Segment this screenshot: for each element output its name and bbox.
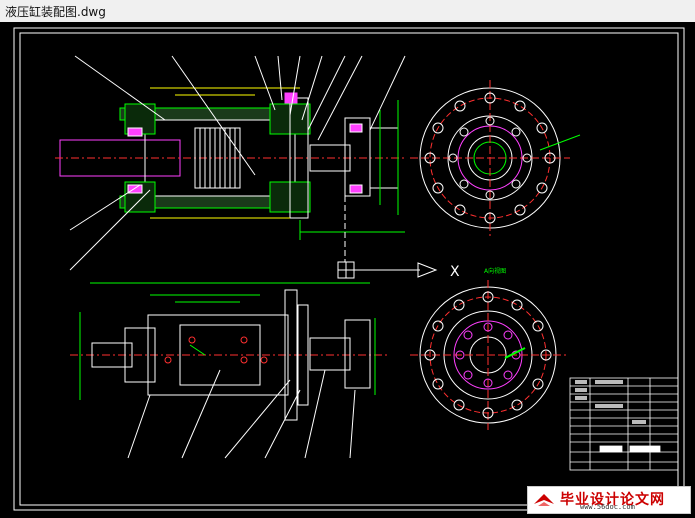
inner-frame	[19, 32, 679, 506]
outer-frame	[13, 27, 685, 511]
view-arrow	[337, 178, 438, 279]
watermark-banner: 毕业设计论文网 www.56doc.com	[527, 486, 691, 514]
section-view	[55, 55, 406, 271]
cad-drawing: A向视图 X	[13, 27, 685, 511]
drawing-canvas[interactable]: A向视图 X 毕业设计论文网 www.56doc.com	[0, 22, 695, 518]
title-block	[569, 377, 679, 471]
window-titlebar: 液压缸装配图.dwg	[0, 0, 695, 23]
view-label: A向视图	[484, 267, 506, 275]
flange-view-bottom	[410, 280, 566, 430]
window-title: 液压缸装配图.dwg	[5, 5, 106, 19]
elevation-view	[70, 282, 390, 459]
section-mark: X	[450, 264, 460, 280]
watermark-brand: 毕业设计论文网	[560, 492, 665, 508]
watermark-logo-icon	[534, 494, 554, 506]
flange-view-top	[410, 80, 581, 236]
watermark-url: www.56doc.com	[580, 503, 635, 511]
